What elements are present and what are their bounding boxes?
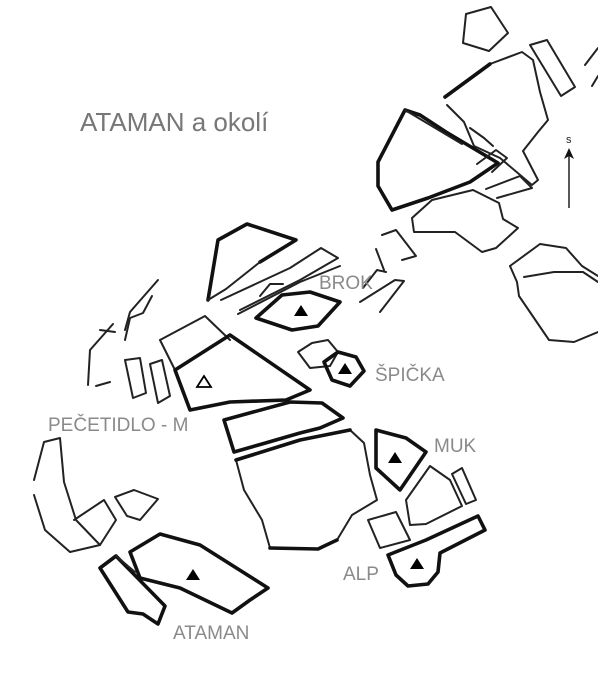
north-arrow-icon xyxy=(564,148,574,208)
label-alp: ALP xyxy=(343,564,379,585)
label-ataman: ATAMAN xyxy=(173,623,249,644)
rock-outlines-northeast xyxy=(359,6,598,343)
summit-marker-pecetidlo[interactable] xyxy=(195,374,213,388)
summit-marker-muk[interactable] xyxy=(388,452,402,463)
rock-outlines-south xyxy=(98,514,487,626)
rock-outlines-central xyxy=(33,222,477,553)
label-muk: MUK xyxy=(434,436,477,457)
summit-marker-alp[interactable] xyxy=(410,558,424,569)
map-title: ATAMAN a okolí xyxy=(80,107,269,137)
label-pecetidlo: PEČETIDLO - M xyxy=(48,414,188,436)
summit-marker-spicka[interactable] xyxy=(338,363,352,374)
north-label: s xyxy=(566,134,572,146)
summit-marker-ataman[interactable] xyxy=(186,569,200,580)
summit-marker-brok[interactable] xyxy=(294,305,308,316)
label-spicka: ŠPIČKA xyxy=(375,364,445,386)
label-brok: BROK xyxy=(319,273,373,294)
